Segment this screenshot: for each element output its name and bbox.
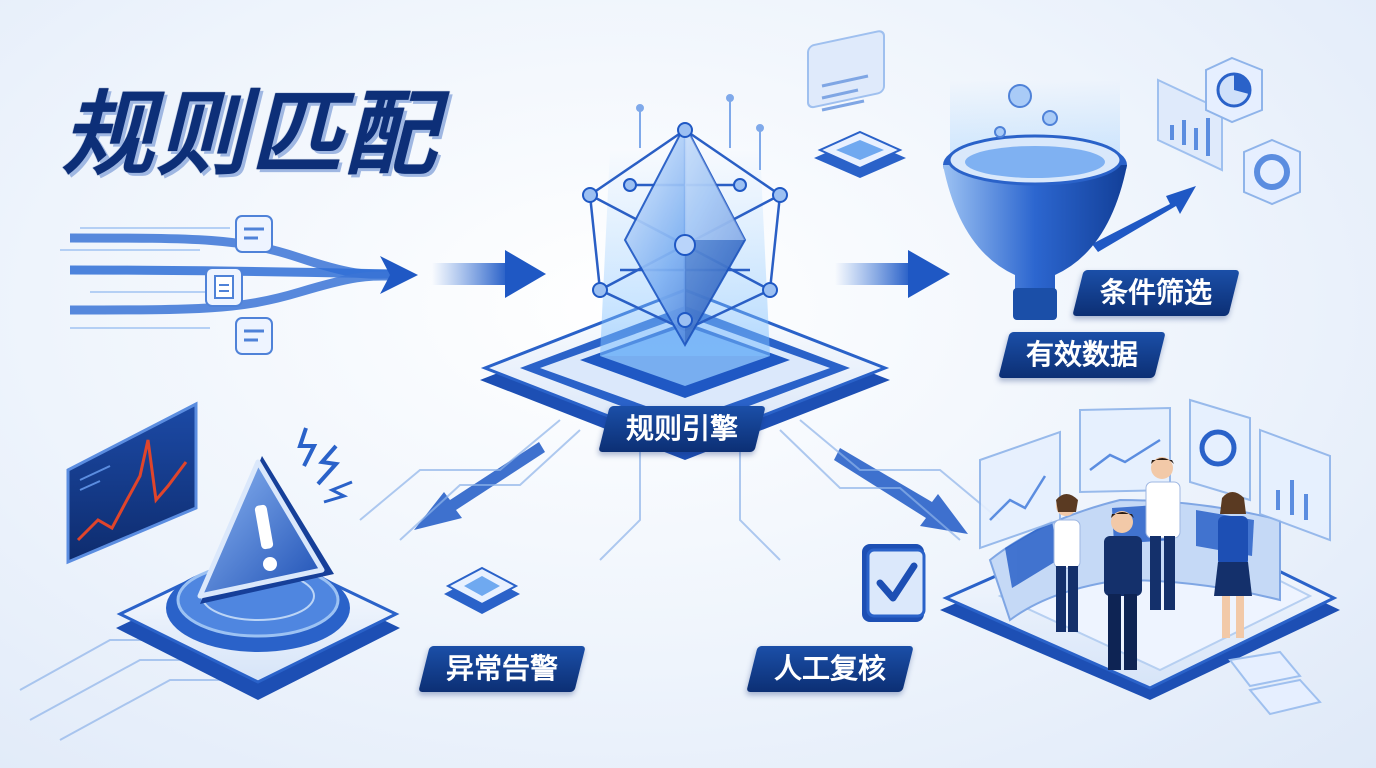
- valid-data-label: 有效数据: [998, 332, 1166, 378]
- alert-label: 异常告警: [418, 646, 586, 692]
- review-label: 人工复核: [746, 646, 914, 692]
- engine-label: 规则引擎: [598, 406, 766, 452]
- document-icon: [235, 317, 273, 355]
- small-chip: [444, 566, 520, 614]
- document-icon: [205, 267, 243, 307]
- team-icon: [1053, 457, 1252, 670]
- page-title: 规则匹配: [62, 81, 439, 188]
- lightning-icon: [297, 427, 353, 504]
- input-stream: [60, 215, 418, 355]
- floating-chip: [807, 30, 906, 178]
- pie-hex-icon: [1205, 56, 1301, 206]
- arrow-to-engine: [432, 250, 546, 298]
- warning-icon: [197, 456, 334, 604]
- step-block: [1228, 650, 1322, 716]
- checkmark-icon: [862, 544, 926, 622]
- funnel-icon: [943, 80, 1127, 320]
- arrow-to-filter: [835, 250, 950, 298]
- arrow-to-review: [834, 448, 968, 534]
- filter-label: 条件筛选: [1072, 270, 1240, 316]
- document-icon: [235, 215, 273, 253]
- alert-chart-panel: [66, 401, 198, 565]
- rule-engine: [359, 94, 1001, 561]
- arrow-filter-output: [1092, 186, 1196, 252]
